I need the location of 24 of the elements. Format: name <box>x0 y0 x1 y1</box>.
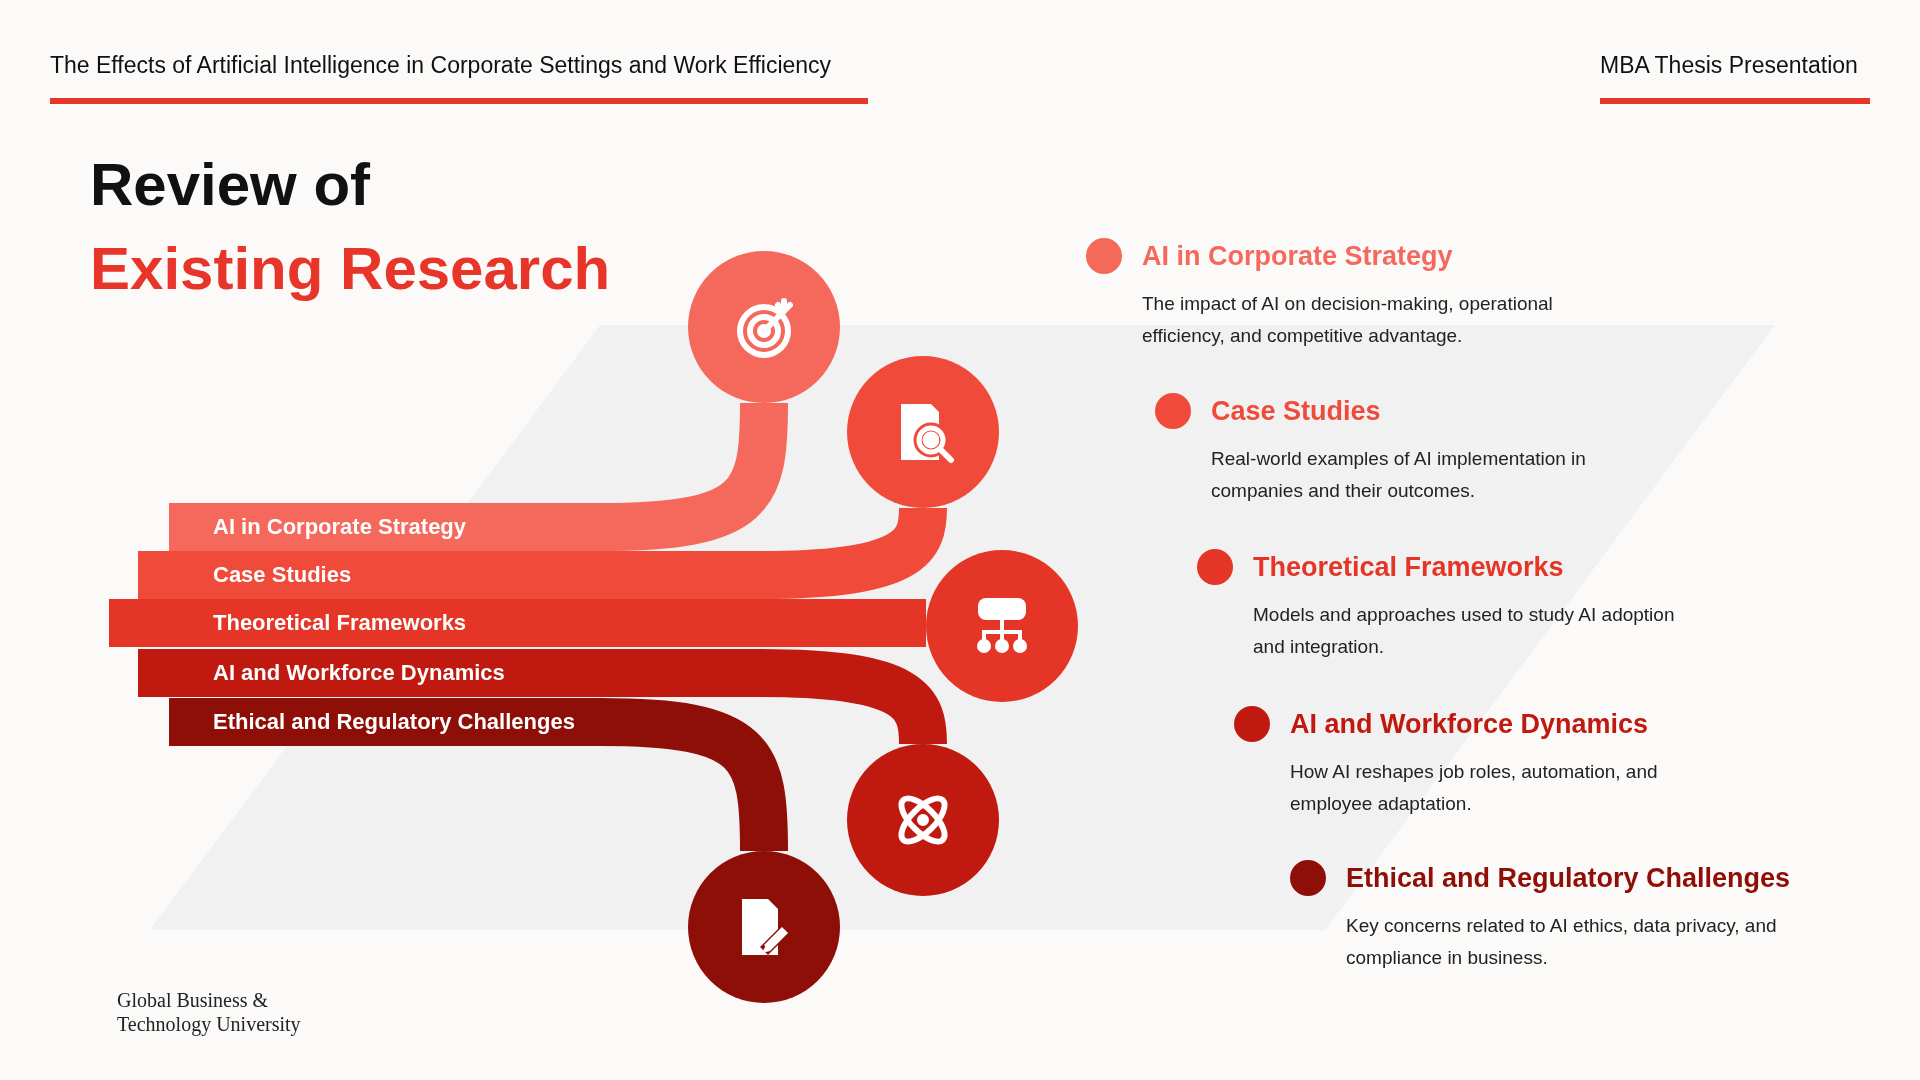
ribbon-band: Theoretical Frameworks <box>109 599 820 647</box>
ribbon-band: Case Studies <box>138 551 760 599</box>
item-description: Key concerns related to AI ethics, data privacy, and compliance in business. <box>1346 914 1778 970</box>
ribbon-band: AI in Corporate Strategy <box>169 503 600 551</box>
slide-title: Existing Research <box>90 234 611 303</box>
item-description: The impact of AI on decision-making, operational efficiency, and competitive advantage. <box>1142 292 1554 348</box>
item-heading: Ethical and Regulatory Challenges <box>1346 862 1792 895</box>
item-heading: Theoretical Frameworks <box>1253 551 1565 584</box>
item-heading: AI in Corporate Strategy <box>1142 240 1454 273</box>
ribbon-band: Ethical and Regulatory Challenges <box>169 698 600 746</box>
ribbon-connector <box>599 698 788 852</box>
ribbon-connector <box>599 402 788 551</box>
slide-title: Review of <box>90 150 371 219</box>
item-description: Real-world examples of AI implementation in companies and their outcomes. <box>1211 447 1587 503</box>
item-description: How AI reshapes job roles, automation, and employee adaptation. <box>1290 760 1659 816</box>
ribbon-connector <box>759 649 947 745</box>
header-subtitle: MBA Thesis Presentation <box>1600 52 1858 79</box>
university-name: Global Business & Technology University <box>117 988 302 1036</box>
item-heading: AI and Workforce Dynamics <box>1290 708 1650 741</box>
item-description: Models and approaches used to study AI adoption and integration. <box>1253 603 1676 659</box>
header-title: The Effects of Artificial Intelligence in Corporate Settings and Work Efficiency <box>50 52 832 79</box>
item-heading: Case Studies <box>1211 395 1382 428</box>
ribbon-band: AI and Workforce Dynamics <box>138 649 760 697</box>
ribbon-connector <box>759 507 947 599</box>
